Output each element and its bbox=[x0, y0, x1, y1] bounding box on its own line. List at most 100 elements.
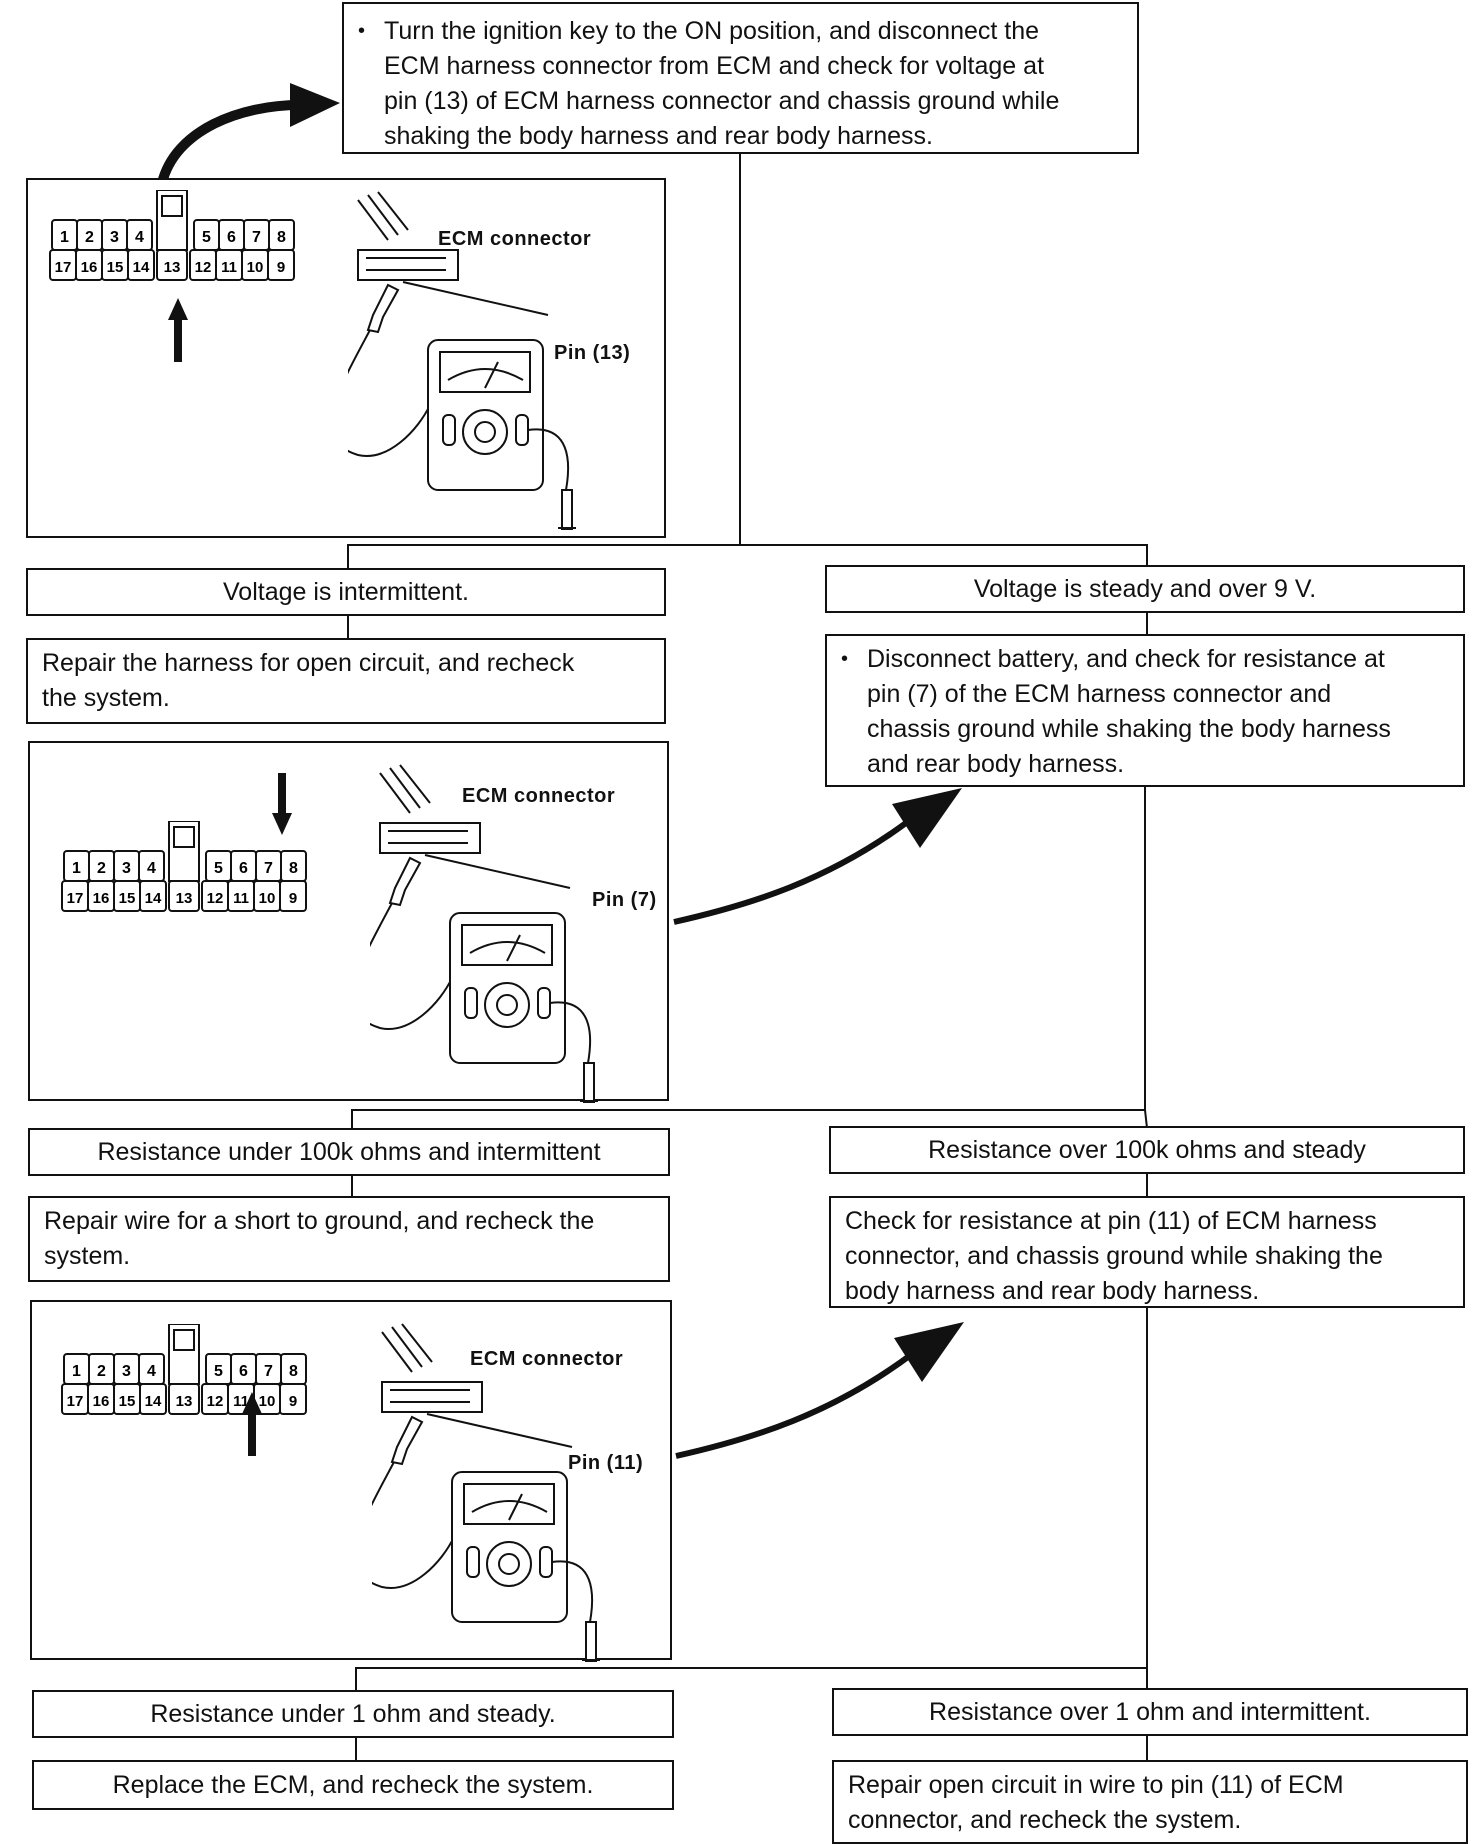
svg-text:9: 9 bbox=[289, 1393, 297, 1410]
svg-text:14: 14 bbox=[133, 259, 150, 276]
pin-arrow-shaft bbox=[248, 1414, 256, 1456]
svg-text:3: 3 bbox=[122, 860, 131, 877]
connector-pin-16: 16 bbox=[87, 880, 115, 912]
connector-pin-17: 17 bbox=[61, 1383, 89, 1415]
svg-text:16: 16 bbox=[93, 890, 110, 907]
pin-arrow-shaft bbox=[174, 320, 182, 362]
step2-line: Disconnect battery, and check for resist… bbox=[867, 645, 1385, 673]
connector-pin-16: 16 bbox=[87, 1383, 115, 1415]
svg-text:2: 2 bbox=[97, 1363, 106, 1380]
action-line: Repair wire for a short to ground, and r… bbox=[44, 1207, 595, 1235]
step1-instruction-box: • Turn the ignition key to the ON positi… bbox=[342, 2, 1139, 154]
connector-pin-4: 4 bbox=[138, 1353, 165, 1385]
action-repair-short: Repair wire for a short to ground, and r… bbox=[28, 1196, 670, 1282]
svg-text:8: 8 bbox=[277, 229, 286, 246]
action-line: Repair the harness for open circuit, and… bbox=[42, 649, 575, 677]
svg-text:6: 6 bbox=[239, 860, 248, 877]
connector-pin-10: 10 bbox=[241, 249, 269, 281]
svg-text:10: 10 bbox=[259, 1393, 276, 1410]
connector-pin-1: 1 bbox=[63, 850, 90, 882]
multimeter-probe-illustration bbox=[370, 764, 598, 1103]
connector-pin-17: 17 bbox=[49, 249, 77, 281]
ecm-connector-label: ECM connector bbox=[470, 1348, 624, 1370]
svg-text:2: 2 bbox=[97, 860, 106, 877]
connector-pin-1: 1 bbox=[63, 1353, 90, 1385]
svg-text:10: 10 bbox=[259, 890, 276, 907]
pin-arrow-icon bbox=[242, 1392, 262, 1414]
svg-text:8: 8 bbox=[289, 860, 298, 877]
connector-pin-2: 2 bbox=[88, 850, 115, 882]
svg-text:16: 16 bbox=[81, 259, 98, 276]
svg-text:5: 5 bbox=[214, 1363, 223, 1380]
svg-text:17: 17 bbox=[67, 1393, 84, 1410]
svg-text:2: 2 bbox=[85, 229, 94, 246]
connector-pin-8: 8 bbox=[280, 850, 307, 882]
connector-pin-14: 14 bbox=[127, 249, 155, 281]
pin-label: Pin (11) bbox=[568, 1452, 644, 1474]
step1-line: Turn the ignition key to the ON position… bbox=[384, 17, 1040, 45]
curved-arrow-icon bbox=[157, 83, 340, 185]
svg-text:12: 12 bbox=[207, 1393, 224, 1410]
result-resistance-over-100k: Resistance over 100k ohms and steady bbox=[829, 1126, 1465, 1174]
result-resistance-under-100k: Resistance under 100k ohms and intermitt… bbox=[28, 1128, 670, 1176]
connector-pin-5: 5 bbox=[193, 219, 220, 251]
svg-text:1: 1 bbox=[72, 860, 81, 877]
svg-text:10: 10 bbox=[247, 259, 264, 276]
connector-pin-8: 8 bbox=[268, 219, 295, 251]
svg-text:9: 9 bbox=[289, 890, 297, 907]
step2-line: pin (7) of the ECM harness connector and bbox=[867, 680, 1332, 708]
action-repair-wire-pin11: Repair open circuit in wire to pin (11) … bbox=[832, 1760, 1468, 1844]
svg-text:5: 5 bbox=[202, 229, 211, 246]
svg-text:12: 12 bbox=[207, 890, 224, 907]
svg-text:8: 8 bbox=[289, 1363, 298, 1380]
connector-pin-9: 9 bbox=[279, 1383, 307, 1415]
connector-pin-13: 13 bbox=[168, 1383, 200, 1415]
svg-text:11: 11 bbox=[233, 890, 249, 907]
result-resistance-over-1ohm: Resistance over 1 ohm and intermittent. bbox=[832, 1688, 1468, 1736]
step3-instruction-box: Check for resistance at pin (11) of ECM … bbox=[829, 1196, 1465, 1308]
step1-line: ECM harness connector from ECM and check… bbox=[384, 52, 1045, 80]
svg-text:13: 13 bbox=[164, 259, 181, 276]
svg-text:7: 7 bbox=[252, 229, 261, 246]
action-repair-open-circuit: Repair the harness for open circuit, and… bbox=[26, 638, 666, 724]
connector-pin-13: 13 bbox=[156, 249, 188, 281]
connector-pin-3: 3 bbox=[113, 850, 140, 882]
pin-label: Pin (13) bbox=[554, 342, 631, 364]
svg-text:4: 4 bbox=[147, 1363, 156, 1380]
connector-pin-11: 11 bbox=[227, 880, 255, 912]
connector-pin-5: 5 bbox=[205, 1353, 232, 1385]
svg-text:13: 13 bbox=[176, 890, 193, 907]
result-resistance-under-1ohm: Resistance under 1 ohm and steady. bbox=[32, 1690, 674, 1738]
connector-pin-2: 2 bbox=[88, 1353, 115, 1385]
connector-pin-12: 12 bbox=[201, 1383, 229, 1415]
step1-line: pin (13) of ECM harness connector and ch… bbox=[384, 87, 1060, 115]
svg-text:15: 15 bbox=[119, 890, 136, 907]
step3-line: Check for resistance at pin (11) of ECM … bbox=[845, 1207, 1377, 1235]
action-line: the system. bbox=[42, 684, 170, 712]
svg-text:17: 17 bbox=[55, 259, 72, 276]
svg-text:15: 15 bbox=[119, 1393, 136, 1410]
connector-pin-9: 9 bbox=[267, 249, 295, 281]
connector-pin-7: 7 bbox=[243, 219, 270, 251]
connector-pin-14: 14 bbox=[139, 1383, 167, 1415]
svg-text:14: 14 bbox=[145, 1393, 162, 1410]
pin-arrow-icon bbox=[272, 813, 292, 835]
svg-text:1: 1 bbox=[60, 229, 69, 246]
connector-pin-12: 12 bbox=[201, 880, 229, 912]
step3-line: body harness and rear body harness. bbox=[845, 1277, 1260, 1305]
action-replace-ecm: Replace the ECM, and recheck the system. bbox=[32, 1760, 674, 1810]
curved-arrow-icon bbox=[673, 788, 962, 925]
connector-pin-4: 4 bbox=[138, 850, 165, 882]
connector-pin-17: 17 bbox=[61, 880, 89, 912]
connector-pin-13: 13 bbox=[168, 880, 200, 912]
pin-arrow-icon bbox=[168, 298, 188, 320]
step1-line: shaking the body harness and rear body h… bbox=[384, 122, 933, 150]
bullet-icon: • bbox=[358, 20, 366, 42]
svg-text:3: 3 bbox=[110, 229, 119, 246]
svg-text:3: 3 bbox=[122, 1363, 131, 1380]
multimeter-probe-illustration bbox=[372, 1323, 600, 1662]
svg-text:13: 13 bbox=[176, 1393, 193, 1410]
